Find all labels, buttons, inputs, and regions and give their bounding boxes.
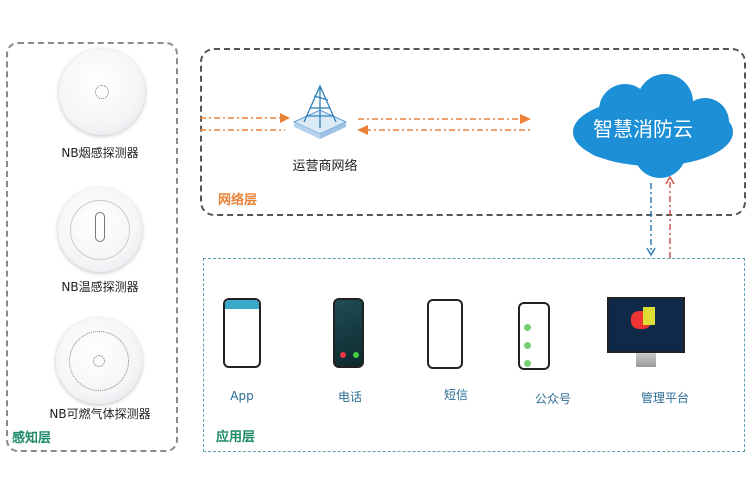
- heat-detector-image: [58, 188, 142, 272]
- cloud-icon: [573, 74, 733, 178]
- network-layer-panel: [200, 48, 746, 216]
- application-layer-title: 应用层: [216, 430, 256, 445]
- device-label: NB温感探测器: [61, 280, 139, 294]
- official-account-label: 公众号: [534, 392, 572, 406]
- flow-arrows: [200, 113, 675, 260]
- device-label: NB可燃气体探测器: [49, 407, 151, 421]
- device-label: NB烟感探测器: [61, 146, 139, 160]
- cloud-label: 智慧消防云: [593, 117, 693, 141]
- gas-detector-image: [56, 318, 142, 404]
- management-platform-label: 管理平台: [640, 391, 690, 405]
- network-layer-title: 网络层: [218, 193, 258, 208]
- application-layer-panel: [203, 258, 745, 452]
- phone-label: 电话: [337, 390, 363, 404]
- perception-layer-title: 感知层: [12, 431, 52, 446]
- smoke-detector-image: [59, 49, 145, 135]
- carrier-network-label: 运营商网络: [292, 159, 358, 174]
- arrowhead-icon: [280, 113, 290, 123]
- management-monitor-image: [607, 297, 685, 353]
- cell-tower-icon: [292, 84, 348, 139]
- perception-layer-panel: [6, 42, 178, 452]
- app-phone-image: [223, 298, 261, 368]
- app-label: App: [230, 389, 254, 403]
- phone-call-image: [333, 298, 364, 368]
- monitor-stand: [636, 353, 656, 367]
- sms-phone-image: [427, 299, 463, 369]
- wechat-official-phone-image: [518, 302, 550, 370]
- sms-label: 短信: [443, 388, 469, 402]
